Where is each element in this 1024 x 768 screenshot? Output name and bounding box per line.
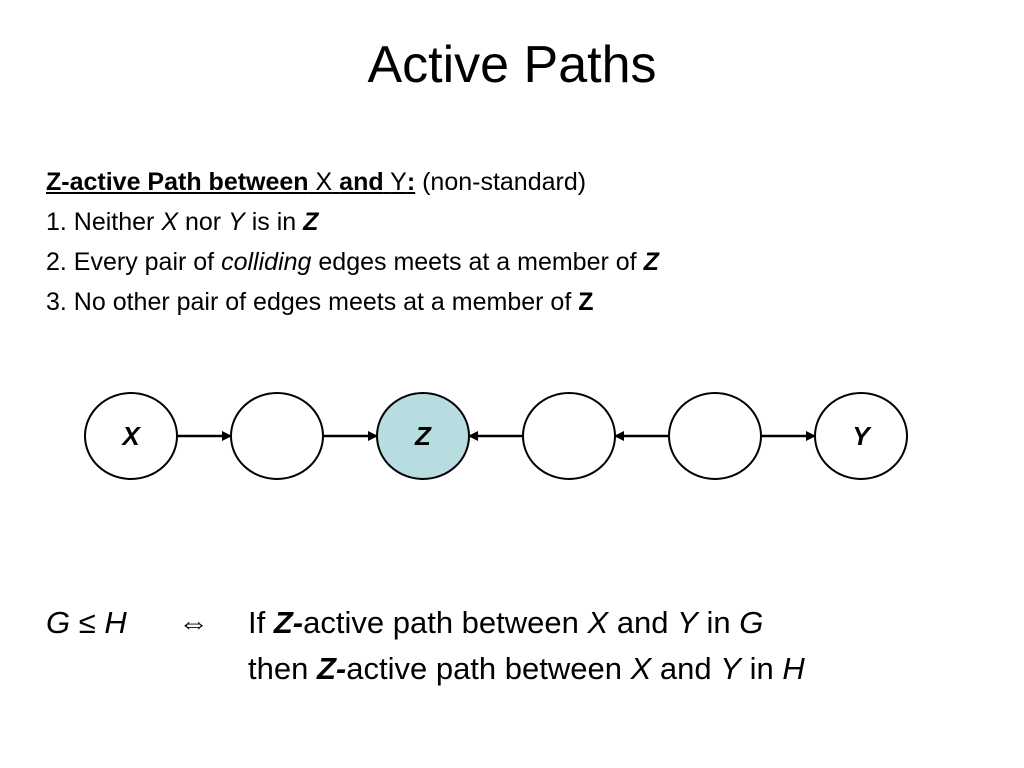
heading-colon: : [406, 168, 416, 196]
rule-1: 1. Neither X nor Y is in Z [46, 202, 659, 242]
node-label-2: Z [414, 421, 432, 451]
rule-1-z: Z [303, 208, 319, 236]
heading-and: and [339, 168, 384, 196]
rule-2-z: Z [643, 248, 659, 276]
line2-text: active path between [346, 651, 622, 686]
heading-note: (non-standard) [422, 168, 587, 196]
rule-3-prefix: 3. No other pair of edges meets at a mem… [46, 288, 572, 316]
theorem-g: G [46, 605, 71, 640]
rule-2-suffix: edges meets at a member of [318, 248, 637, 276]
node-circle-4 [668, 392, 762, 480]
line1-graph: G [739, 605, 764, 640]
line2-and: and [659, 651, 712, 686]
node-0: X [84, 392, 178, 480]
line1-in: in [706, 605, 731, 640]
heading-var-y: Y [390, 168, 407, 196]
node-circle-0 [84, 392, 178, 480]
line2-graph: H [782, 651, 805, 686]
node-4 [668, 392, 762, 480]
line1-and: and [616, 605, 669, 640]
definition-heading: Z-active Path between X and Y: (non-stan… [46, 162, 659, 202]
line2-in: in [749, 651, 774, 686]
node-5: Y [814, 392, 908, 480]
node-3 [522, 392, 616, 480]
node-label-5: Y [852, 421, 872, 451]
node-circle-3 [522, 392, 616, 480]
rule-1-x: X [161, 208, 179, 236]
node-1 [230, 392, 324, 480]
heading-underlined: Z-active Path between X and Y: [46, 168, 415, 196]
node-2: Z [376, 392, 470, 480]
rule-2-colliding: colliding [221, 248, 312, 276]
theorem-h: H [104, 605, 127, 640]
line1-z: Z- [273, 605, 304, 640]
rule-2: 2. Every pair of colliding edges meets a… [46, 242, 659, 282]
line1-y: Y [677, 605, 698, 640]
theorem-line-2: then Z-active path between X and Y in H [248, 646, 805, 692]
line2-x: X [630, 651, 652, 686]
line2-y: Y [720, 651, 741, 686]
line2-then: then [248, 651, 309, 686]
definition-block: Z-active Path between X and Y: (non-stan… [46, 162, 659, 322]
line1-x: X [587, 605, 609, 640]
node-circle-1 [230, 392, 324, 480]
rule-1-nor: nor [184, 208, 222, 236]
rule-1-is-in: is in [251, 208, 297, 236]
line1-if: If [248, 605, 266, 640]
rule-1-y: Y [228, 208, 245, 236]
heading-part1: Z-active Path between [46, 168, 309, 196]
line2-z: Z- [316, 651, 347, 686]
node-label-0: X [120, 421, 141, 451]
theorem-lhs: G ≤ H [46, 600, 127, 646]
rule-1-prefix: 1. Neither [46, 208, 155, 236]
node-circle-5 [814, 392, 908, 480]
rule-3-z: Z [578, 288, 594, 316]
heading-var-x: X [315, 168, 333, 196]
theorem-leq: ≤ [78, 605, 96, 640]
theorem-line-1: If Z-active path between X and Y in G [248, 600, 763, 646]
rule-3: 3. No other pair of edges meets at a mem… [46, 282, 659, 322]
rule-2-prefix: 2. Every pair of [46, 248, 215, 276]
node-circle-2 [376, 392, 470, 480]
line1-text: active path between [303, 605, 579, 640]
slide-title: Active Paths [367, 36, 657, 94]
iff-symbol: ⇔ [178, 605, 209, 640]
